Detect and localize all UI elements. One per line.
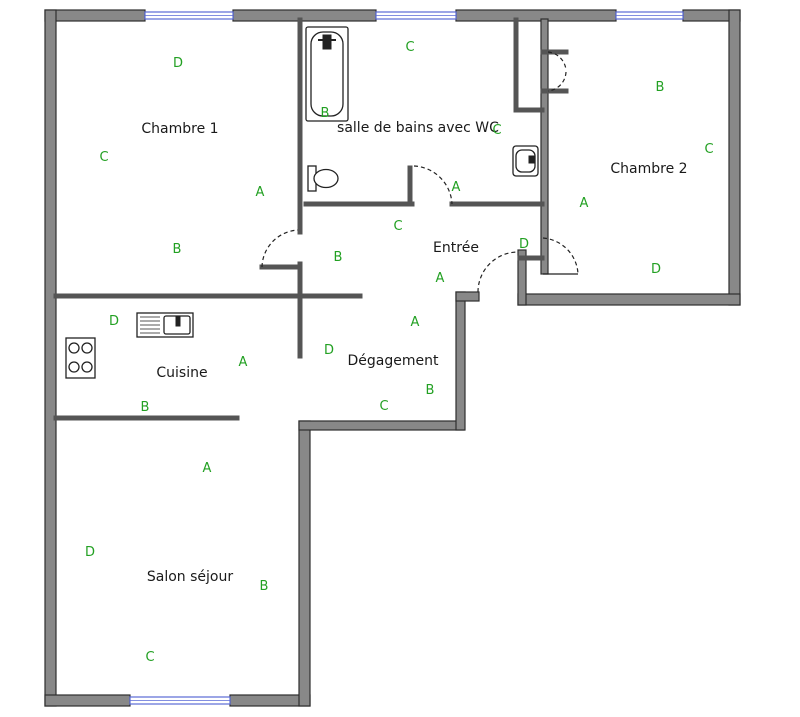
wall-letter: B [173,242,182,257]
wall-letter: A [203,461,212,476]
wall-letter: A [239,355,248,370]
wall-letter: C [99,150,108,165]
door-swing [547,51,567,71]
interior-walls [53,17,569,421]
chambre2-bottom-wall [517,293,741,306]
wall-letter: C [492,123,501,138]
wall-letter: A [436,271,445,286]
outer-wall-top [44,9,146,22]
chambre2-door-jamb [517,249,527,306]
salon-right-wall [298,420,311,707]
wall-letter: B [334,250,343,265]
room-label-entree: Entrée [433,240,479,256]
cooktop-icon [65,337,96,379]
room-label-salle-de-bains: salle de bains avec WC [337,120,499,136]
wall-letter: A [411,315,420,330]
doors [261,51,579,293]
kitchen-sink-icon [136,312,194,338]
wall-letter: C [145,650,154,665]
wall-letter: D [651,262,661,277]
room-label-cuisine: Cuisine [156,365,207,381]
outer-wall-top [455,9,617,22]
outer-wall-left [44,9,57,707]
wall-letter: B [321,106,330,121]
wall-letter: A [256,185,265,200]
wall-letter: D [85,545,95,560]
toilet-icon [307,165,339,192]
room-label-chambre2: Chambre 2 [610,161,687,177]
wall-letters: D C A B C B C A B C A D C B D A D A B A … [85,40,714,665]
bathtub-icon [305,26,349,122]
wall-letter: C [379,399,388,414]
outer-wall-bottom [44,694,131,707]
wall-letter: B [141,400,150,415]
room-label-chambre1: Chambre 1 [141,121,218,137]
door-swing [413,165,453,205]
wall-letter: D [173,56,183,71]
wall-letter: C [393,219,402,234]
degagement-right-wall [455,291,466,431]
washbasin-icon [512,145,539,177]
door-swing [547,71,567,92]
outer-wall-top [232,9,377,22]
chambre2-left-wall [540,18,549,275]
wall-letter: A [452,180,461,195]
wall-letter: C [405,40,414,55]
degagement-bottom-wall [298,420,465,431]
room-label-degagement: Dégagement [348,353,439,369]
walls [44,9,741,707]
wall-letter: B [656,80,665,95]
wall-letter: D [519,237,529,252]
room-labels: Chambre 1 salle de bains avec WC Chambre… [141,120,687,585]
windows [129,11,684,705]
wall-letter: C [704,142,713,157]
wall-letter: D [109,314,119,329]
outer-wall-bottom [229,694,311,707]
wall-letter: B [426,383,435,398]
wall-letter: B [260,579,269,594]
wall-letter: A [580,196,589,211]
entree-right-stub [455,291,480,302]
room-label-salon: Salon séjour [147,569,233,585]
outer-wall-right [728,9,741,306]
door-swing [477,251,519,293]
wall-letter: D [324,343,334,358]
door-swing [261,229,299,268]
